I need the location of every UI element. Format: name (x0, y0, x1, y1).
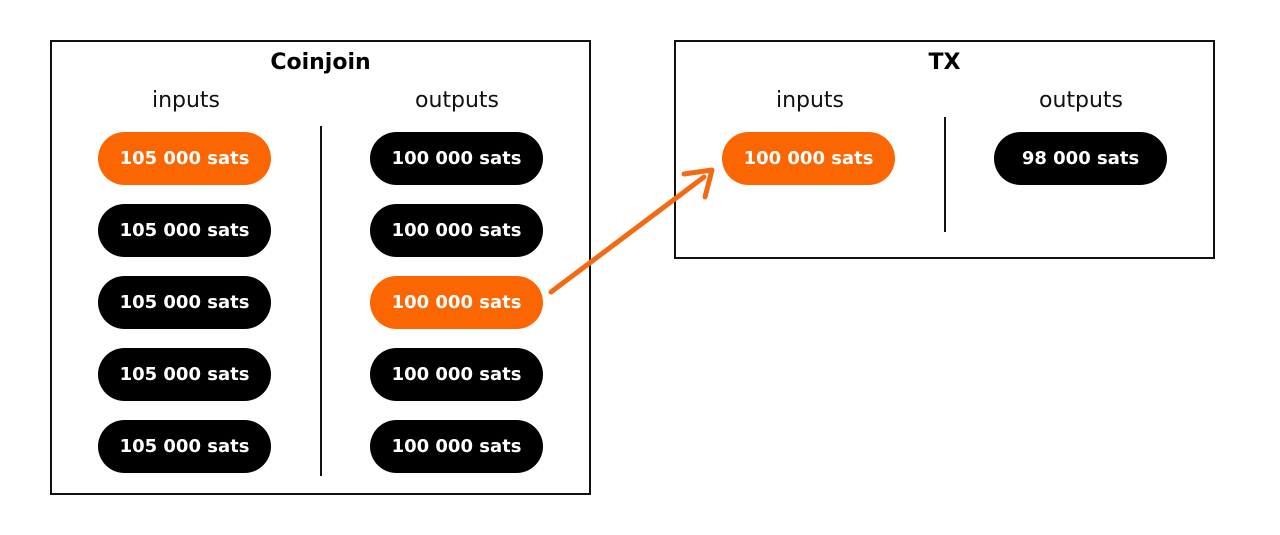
tx-inputs-label: inputs (775, 88, 845, 113)
coinjoin-output-pill-3: 100 000 sats (370, 276, 543, 329)
coinjoin-input-pill-5: 105 000 sats (98, 420, 271, 473)
coinjoin-input-pill-1: 105 000 sats (98, 132, 271, 185)
coinjoin-divider (320, 126, 322, 476)
tx-box: TX inputs outputs 100 000 sats 98 000 sa… (674, 40, 1215, 259)
coinjoin-inputs-label: inputs (151, 88, 221, 113)
coinjoin-input-pill-2: 105 000 sats (98, 204, 271, 257)
coinjoin-output-pill-4: 100 000 sats (370, 348, 543, 401)
tx-title: TX (928, 50, 961, 75)
coinjoin-outputs-label: outputs (414, 88, 500, 113)
coinjoin-title: Coinjoin (270, 50, 371, 75)
tx-input-pill-1: 100 000 sats (722, 132, 895, 185)
tx-divider (944, 117, 946, 232)
coinjoin-box: Coinjoin inputs outputs 105 000 sats 105… (50, 40, 591, 495)
tx-outputs-label: outputs (1038, 88, 1124, 113)
tx-output-pill-1: 98 000 sats (994, 132, 1167, 185)
coinjoin-output-pill-2: 100 000 sats (370, 204, 543, 257)
coinjoin-input-pill-3: 105 000 sats (98, 276, 271, 329)
coinjoin-output-pill-1: 100 000 sats (370, 132, 543, 185)
coinjoin-input-pill-4: 105 000 sats (98, 348, 271, 401)
coinjoin-output-pill-5: 100 000 sats (370, 420, 543, 473)
